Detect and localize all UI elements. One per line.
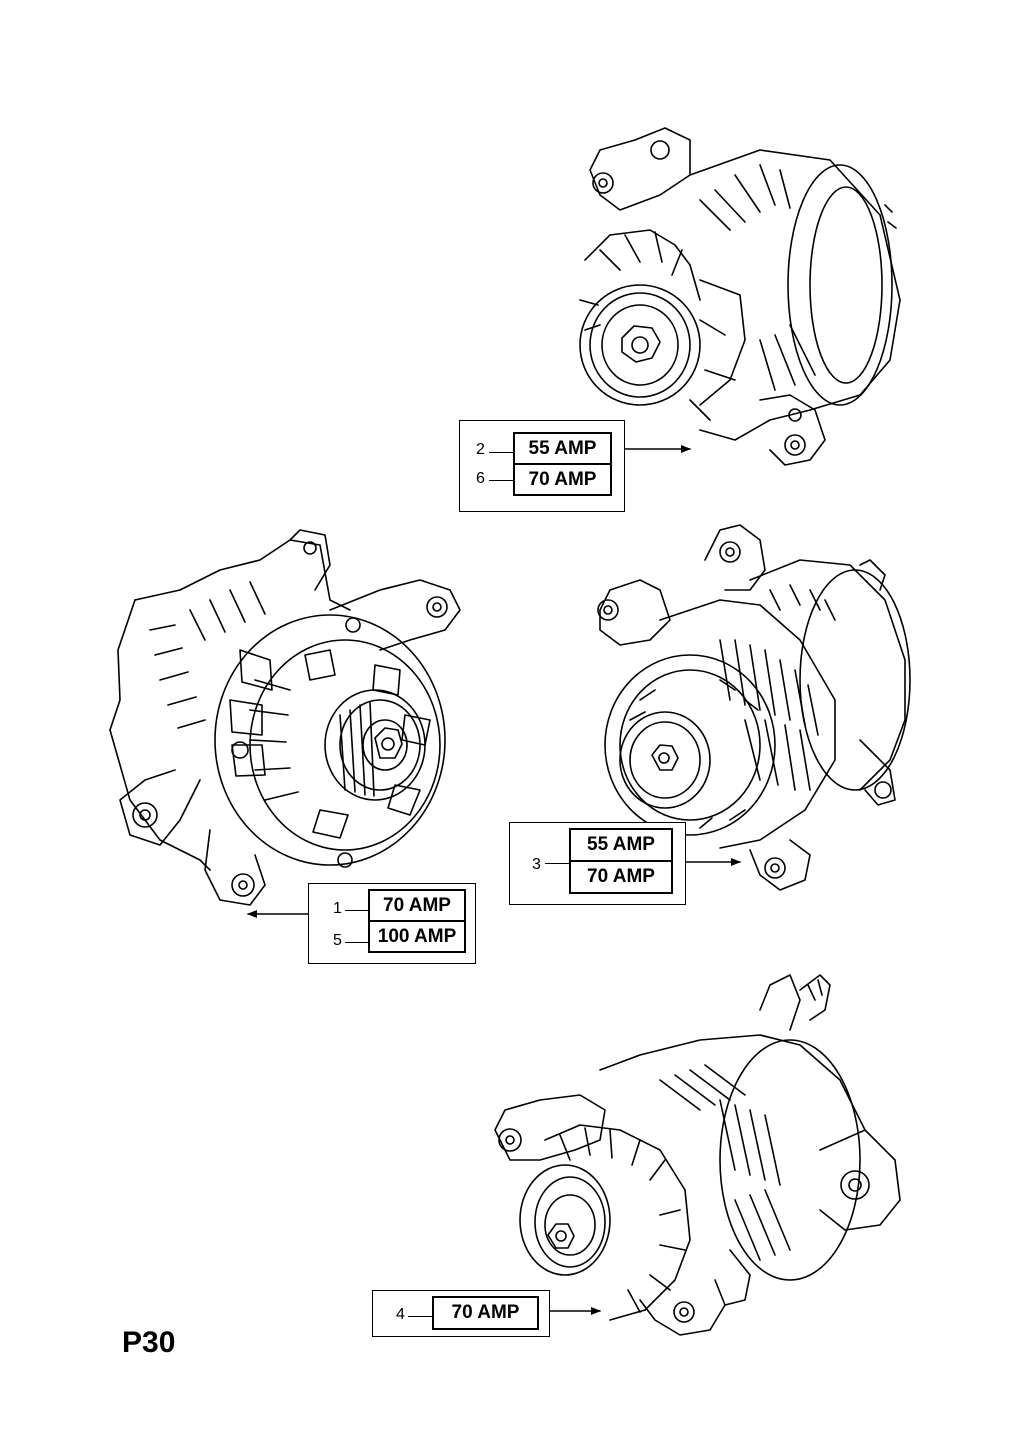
- amp-rating-box: 55 AMP: [569, 828, 673, 862]
- callout-number: 1: [333, 900, 342, 917]
- leader-line: [489, 452, 513, 453]
- alternator-a-drawing: [579, 127, 901, 466]
- amp-rating-box: 100 AMP: [368, 920, 466, 953]
- alternator-b-drawing: [109, 529, 461, 906]
- leader-line: [408, 1316, 432, 1317]
- amp-rating-box: 70 AMP: [432, 1296, 539, 1330]
- alternator-d-drawing: [494, 974, 901, 1336]
- amp-rating-box: 70 AMP: [569, 860, 673, 894]
- page-code: P30: [122, 1326, 176, 1359]
- callout-number: 5: [333, 932, 342, 949]
- callout-number: 6: [476, 470, 485, 487]
- callout-number: 2: [476, 441, 485, 458]
- amp-rating-box: 70 AMP: [513, 463, 612, 496]
- amp-rating-box: 70 AMP: [368, 889, 466, 922]
- amp-rating-box: 55 AMP: [513, 432, 612, 465]
- leader-line: [545, 863, 569, 864]
- callout-number: 3: [532, 856, 541, 873]
- alternator-c-drawing: [597, 524, 911, 891]
- leader-line: [345, 910, 368, 911]
- callout-number: 4: [396, 1306, 405, 1323]
- leader-line: [345, 942, 368, 943]
- leader-line: [489, 480, 513, 481]
